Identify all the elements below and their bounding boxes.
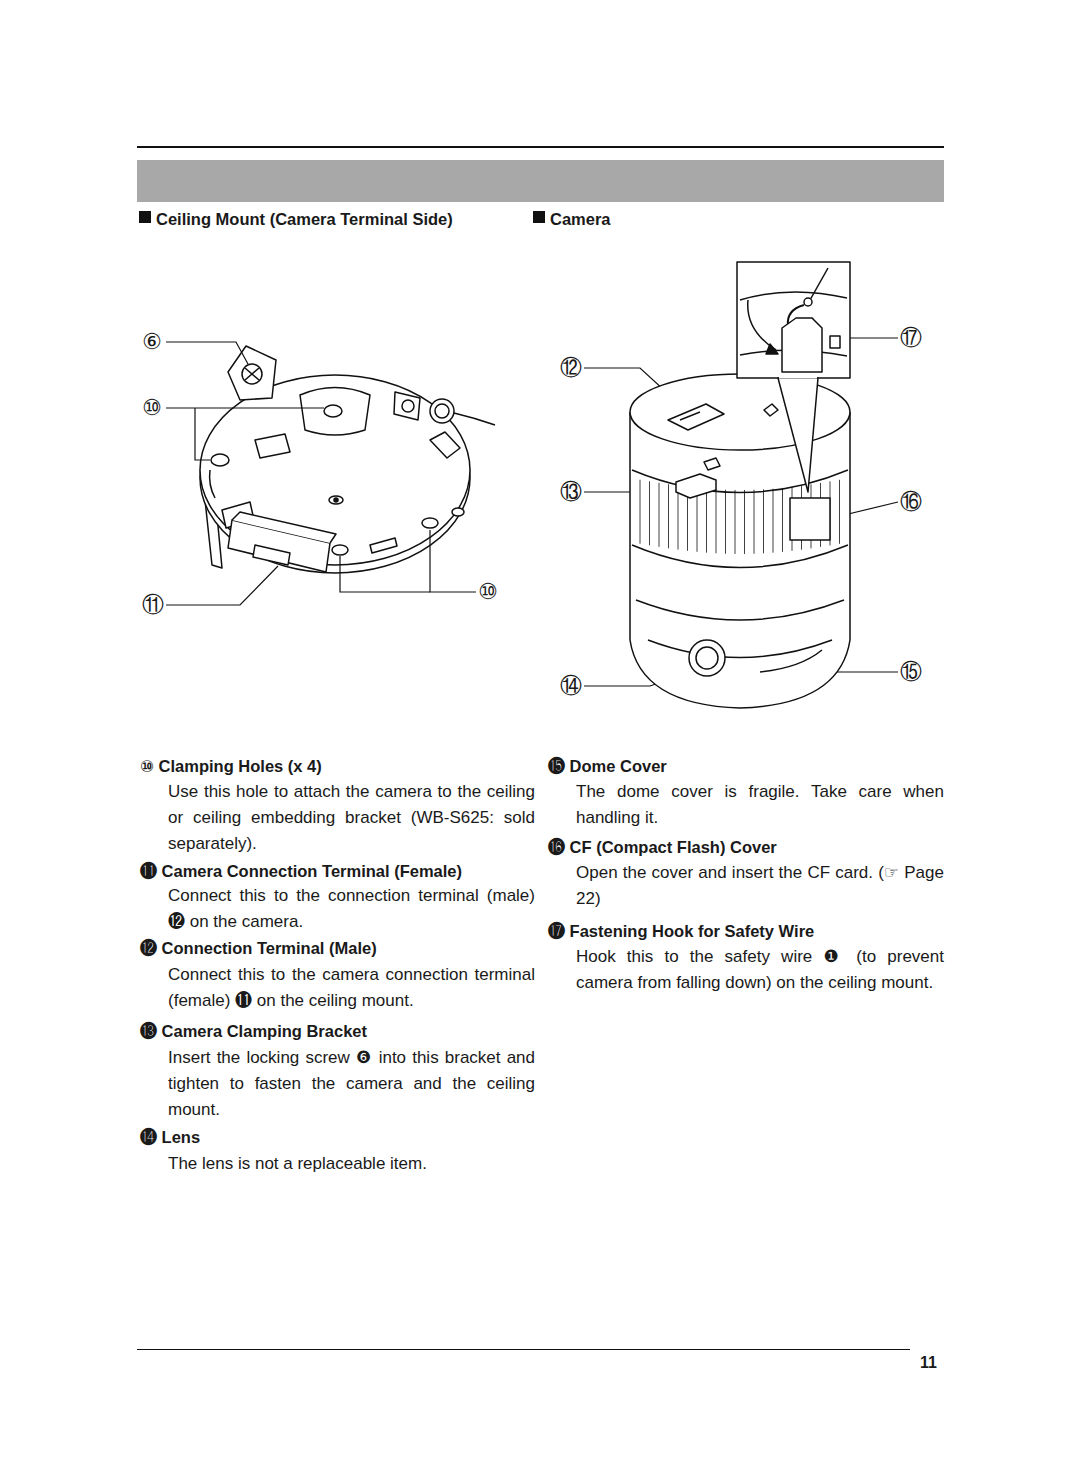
rib-stroke xyxy=(754,490,755,554)
rib-stroke xyxy=(640,480,641,544)
item-heading: ⓭ Camera Clamping Bracket xyxy=(140,1018,535,1044)
item-heading: ⓱ Fastening Hook for Safety Wire xyxy=(548,918,944,944)
item-description: Use this hole to attach the camera to th… xyxy=(168,779,535,857)
item-heading: ⓰ CF (Compact Flash) Cover xyxy=(548,834,944,860)
item-heading: ⑩ Clamping Holes (x 4) xyxy=(140,753,535,779)
page-frame xyxy=(137,146,944,1350)
item-heading: ⓮ Lens xyxy=(140,1124,535,1150)
callout-number: ⑭ xyxy=(560,674,582,698)
camera-drawing xyxy=(630,262,850,708)
section-heading: Ceiling Mount (Camera Terminal Side) xyxy=(156,206,536,232)
callout-number: ⑯ xyxy=(900,490,922,514)
item-description: Hook this to the safety wire ❶ (to preve… xyxy=(576,944,944,996)
rib-stroke xyxy=(678,486,679,550)
rib-stroke xyxy=(735,490,736,554)
item-description: Connect this to the connection terminal … xyxy=(168,883,535,935)
item-description: The lens is not a replaceable item. xyxy=(168,1151,535,1177)
item-description: The dome cover is fragile. Take care whe… xyxy=(576,779,944,831)
callout-number: ⑪ xyxy=(142,593,164,617)
item-description: Insert the locking screw ❻ into this bra… xyxy=(168,1045,535,1123)
rib-stroke xyxy=(763,489,764,553)
rib-stroke xyxy=(716,489,717,553)
callout-number: ⑬ xyxy=(560,480,582,504)
callout-number: ⑩ xyxy=(478,580,498,604)
callout-number: ⑥ xyxy=(142,330,162,354)
rib-stroke xyxy=(744,490,745,554)
callout-number: ⑮ xyxy=(900,660,922,684)
section-heading: Camera xyxy=(550,206,750,232)
item-heading: ⓬ Connection Terminal (Male) xyxy=(140,935,535,961)
page-number: 11 xyxy=(920,1350,937,1376)
item-description: Connect this to the camera connection te… xyxy=(168,962,535,1014)
callout-number: ⑰ xyxy=(900,326,922,350)
rib-stroke xyxy=(659,483,660,547)
rib-stroke xyxy=(839,480,840,544)
rib-stroke xyxy=(725,490,726,554)
rib-stroke xyxy=(697,488,698,552)
item-description: Open the cover and insert the CF card. (… xyxy=(576,860,944,912)
rib-stroke xyxy=(782,488,783,552)
ceiling-mount-drawing xyxy=(200,346,495,573)
callout-number: ⑫ xyxy=(560,356,582,380)
item-heading: ⓫ Camera Connection Terminal (Female) xyxy=(140,858,535,884)
item-heading: ⓯ Dome Cover xyxy=(548,753,944,779)
rib-stroke xyxy=(649,481,650,545)
rib-stroke xyxy=(773,489,774,553)
callout-number: ⑩ xyxy=(142,396,162,420)
rib-stroke xyxy=(706,489,707,553)
rib-stroke xyxy=(668,484,669,548)
